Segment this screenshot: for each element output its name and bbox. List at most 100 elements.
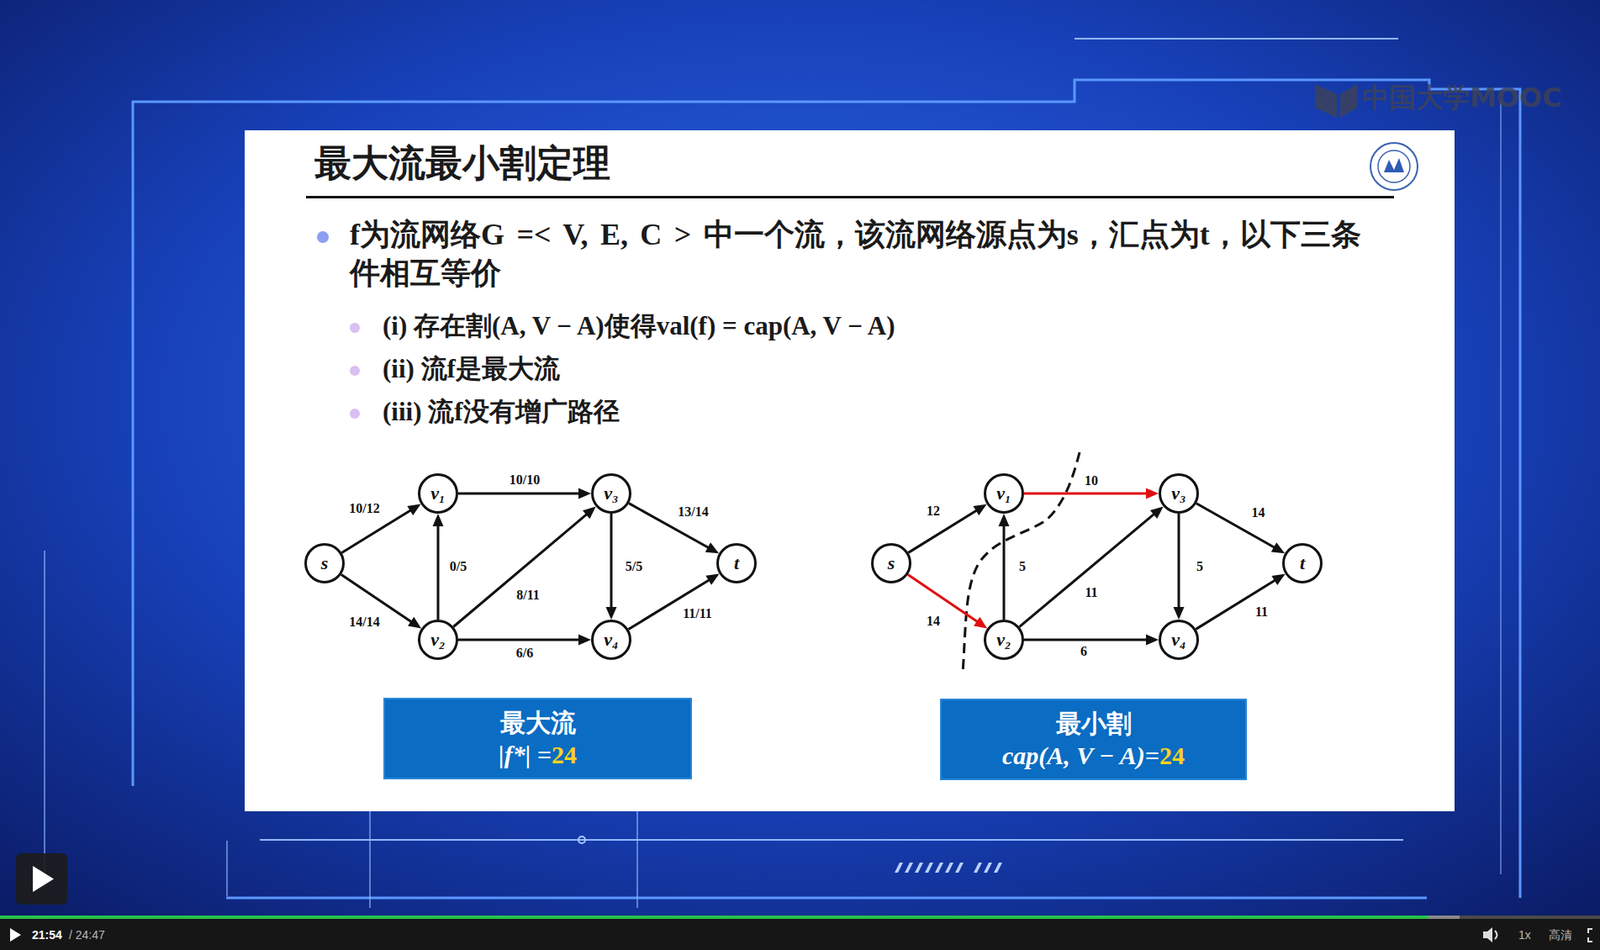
fullscreen-icon bbox=[1588, 929, 1593, 942]
arrowhead bbox=[705, 574, 719, 586]
watermark: 中国大学MOOC bbox=[1362, 80, 1563, 115]
capacity-label: 12 bbox=[924, 503, 942, 519]
capacity-label: 5 bbox=[1194, 559, 1205, 575]
arrowhead bbox=[406, 504, 421, 516]
edge-line bbox=[453, 512, 589, 628]
condition-text: (i) 存在割(A, V − A)使得val(f) = cap(A, V − A… bbox=[382, 309, 896, 344]
bullet-dot bbox=[316, 231, 329, 243]
arrowhead bbox=[1173, 607, 1185, 620]
edge-line bbox=[1003, 522, 1006, 620]
flow-edge bbox=[908, 574, 988, 629]
graph-vertex: v₂ bbox=[417, 619, 459, 661]
edge-line bbox=[1019, 512, 1157, 627]
box-value: cap(A, V − A)= bbox=[1002, 741, 1160, 770]
vertex-name: v₄ bbox=[603, 629, 618, 650]
graph-vertex: v₁ bbox=[983, 473, 1025, 514]
thin-frame bbox=[44, 38, 1501, 909]
edge-line bbox=[1177, 513, 1181, 611]
edge-line bbox=[1195, 578, 1278, 629]
edge-line bbox=[908, 574, 980, 624]
frame-line bbox=[43, 550, 46, 888]
flow-edge bbox=[1019, 506, 1163, 627]
graph-vertex: t bbox=[1282, 543, 1323, 584]
capacity-label: 14 bbox=[1250, 505, 1268, 521]
highlight-value: 24 bbox=[551, 740, 577, 769]
frame-line bbox=[1074, 37, 1399, 40]
speed-label: 1x bbox=[1518, 926, 1532, 944]
arrowhead bbox=[1271, 574, 1285, 586]
condition-text: (iii) 流f没有增广路径 bbox=[382, 395, 620, 429]
current-time: 21:54 bbox=[31, 926, 63, 944]
arrowhead bbox=[1150, 506, 1164, 519]
vertex-name: v₃ bbox=[603, 483, 618, 504]
flow-edge bbox=[341, 574, 422, 629]
arrowhead bbox=[582, 506, 597, 519]
edge-line bbox=[458, 638, 582, 642]
box-heading: 最小割 bbox=[1056, 707, 1132, 740]
graph-vertex: s bbox=[871, 543, 912, 584]
volume-icon bbox=[1483, 927, 1498, 943]
vertex-name: t bbox=[1299, 553, 1305, 574]
graph-vertex: v₄ bbox=[591, 619, 632, 661]
bullet-dot bbox=[349, 322, 360, 333]
graph-vertex: v₁ bbox=[417, 473, 459, 514]
capacity-label: 10/12 bbox=[347, 501, 381, 517]
flow-edge bbox=[1024, 488, 1159, 500]
arrowhead bbox=[606, 607, 618, 620]
flow-edge bbox=[628, 574, 719, 630]
graph-vertex: v₃ bbox=[591, 473, 632, 514]
graph-vertex: v₂ bbox=[983, 619, 1025, 661]
edge-line bbox=[610, 513, 613, 611]
vertex-name: v₂ bbox=[430, 629, 445, 650]
flow-edge bbox=[908, 504, 987, 554]
flow-edge bbox=[1196, 503, 1285, 554]
arrowhead bbox=[1145, 488, 1159, 500]
vertex-name: s bbox=[321, 553, 329, 574]
vertex-name: t bbox=[733, 553, 740, 574]
frame-line bbox=[226, 897, 1427, 900]
edge-line bbox=[458, 492, 582, 496]
vertex-name: s bbox=[887, 553, 896, 574]
capacity-label: 11 bbox=[1082, 585, 1099, 601]
vertex-name: v₁ bbox=[430, 483, 445, 504]
flow-edge bbox=[606, 513, 618, 620]
edge-line bbox=[1024, 638, 1150, 642]
frame-line bbox=[259, 839, 1404, 841]
vertex-name: v₁ bbox=[996, 483, 1011, 504]
edge-line bbox=[628, 578, 712, 629]
capacity-label: 11/11 bbox=[681, 606, 714, 622]
arrowhead bbox=[998, 513, 1010, 527]
slash-decoration bbox=[894, 862, 1003, 873]
vertex-name: v₄ bbox=[1171, 629, 1186, 650]
result-box: 最大流|f*| =24 bbox=[383, 697, 692, 780]
capacity-label: 6 bbox=[1078, 644, 1089, 660]
box-value-line: |f*| =24 bbox=[498, 739, 577, 771]
flow-edge bbox=[458, 634, 592, 646]
box-value: |f*| = bbox=[498, 740, 552, 769]
box-heading: 最大流 bbox=[500, 707, 576, 740]
vertex-name: v₃ bbox=[1171, 483, 1186, 504]
frame-dot bbox=[578, 836, 586, 844]
result-box: 最小割cap(A, V − A)=24 bbox=[939, 698, 1247, 781]
university-logo bbox=[1370, 142, 1418, 191]
edge-line bbox=[1196, 503, 1278, 550]
bullet-dot bbox=[349, 408, 360, 419]
capacity-label: 5/5 bbox=[623, 559, 645, 575]
arrowhead bbox=[578, 634, 592, 646]
flow-edge bbox=[1173, 513, 1185, 620]
tech-frame bbox=[132, 79, 1521, 898]
capacity-label: 10 bbox=[1082, 473, 1100, 489]
title-underline bbox=[306, 195, 1395, 199]
play-icon bbox=[10, 928, 22, 942]
graph-vertex: s bbox=[304, 543, 345, 584]
frame-line bbox=[132, 79, 1521, 898]
player-bar bbox=[0, 915, 1600, 950]
graph-vertex: v₄ bbox=[1158, 619, 1199, 661]
capacity-label: 13/14 bbox=[675, 504, 710, 520]
highlight-value: 24 bbox=[1159, 741, 1185, 770]
graph-vertex: t bbox=[716, 543, 757, 584]
condition-text: (ii) 流f是最大流 bbox=[382, 352, 560, 386]
